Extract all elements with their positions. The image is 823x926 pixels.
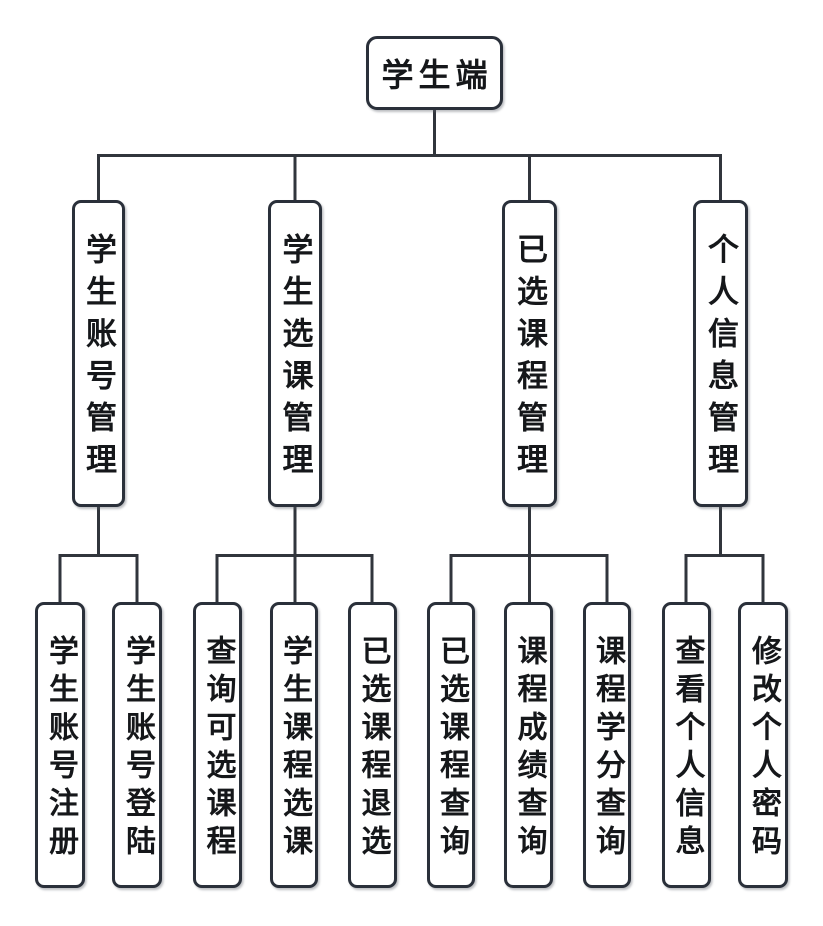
leaf-node-label: 已选课程退选 [355, 635, 391, 863]
leaf-node-view-personal-info: 查看个人信息 [662, 602, 711, 888]
leaf-node-label: 修改个人密码 [746, 635, 781, 863]
leaf-node-course-grade-query: 课程成绩查询 [504, 602, 553, 888]
branch-node-personal-info-management: 个人信息管理 [693, 200, 748, 507]
branch-node-account-management: 学生账号管理 [72, 200, 125, 507]
leaf-node-label: 学生课程选课 [277, 635, 312, 863]
leaf-node-account-register: 学生账号注册 [35, 602, 85, 888]
leaf-node-query-available-courses: 查询可选课程 [193, 602, 242, 888]
branch-node-label: 学生选课管理 [276, 233, 313, 485]
root-node-student-client: 学生端 [366, 36, 503, 110]
leaf-node-label: 学生账号登陆 [120, 635, 155, 863]
leaf-node-label: 课程成绩查询 [511, 635, 547, 863]
root-node-label: 学生端 [381, 56, 493, 94]
branch-node-selected-courses-management: 已选课程管理 [502, 200, 557, 507]
leaf-node-label: 课程学分查询 [590, 635, 625, 863]
leaf-node-label: 已选课程查询 [434, 635, 469, 863]
branch-node-label: 已选课程管理 [511, 233, 547, 485]
leaf-node-account-login: 学生账号登陆 [112, 602, 162, 888]
branch-node-label: 学生账号管理 [80, 233, 116, 485]
branch-node-label: 个人信息管理 [702, 233, 738, 485]
leaf-node-course-credit-query: 课程学分查询 [583, 602, 631, 888]
leaf-node-change-personal-password: 修改个人密码 [738, 602, 788, 888]
leaf-node-label: 查看个人信息 [669, 635, 705, 863]
leaf-node-selected-course-query: 已选课程查询 [427, 602, 475, 888]
leaf-node-label: 查询可选课程 [200, 635, 236, 863]
leaf-node-drop-selected-course: 已选课程退选 [348, 602, 397, 888]
branch-node-course-selection-management: 学生选课管理 [268, 200, 322, 507]
leaf-node-student-course-enroll: 学生课程选课 [270, 602, 318, 888]
leaf-node-label: 学生账号注册 [43, 635, 78, 863]
